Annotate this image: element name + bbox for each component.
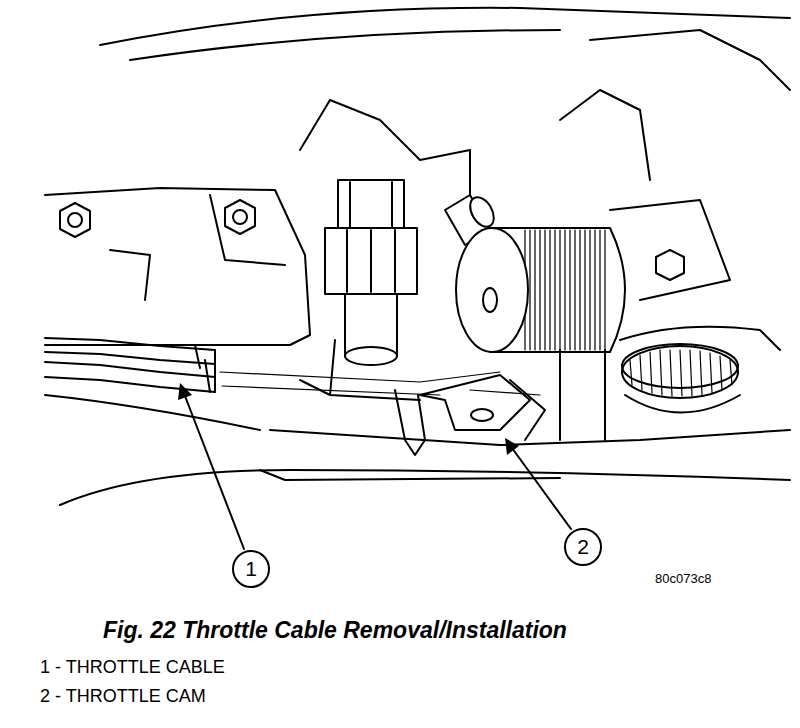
illustration-line bbox=[590, 30, 790, 90]
illustration-line bbox=[622, 346, 738, 398]
part-key: 2 - THROTTLE CAM bbox=[40, 686, 206, 707]
illustration-line bbox=[347, 230, 395, 292]
callout-number: 2 bbox=[564, 528, 602, 566]
illustration-line bbox=[470, 390, 540, 395]
illustration-line bbox=[195, 345, 210, 392]
illustration-line bbox=[325, 228, 417, 294]
illustration-line bbox=[214, 350, 216, 392]
illustration-line bbox=[233, 210, 247, 224]
illustration-line bbox=[220, 372, 500, 382]
illustration-line bbox=[45, 352, 215, 364]
illustration-line bbox=[225, 200, 255, 234]
illustration-line bbox=[345, 347, 397, 365]
figure-code: 80c073c8 bbox=[655, 571, 711, 586]
illustration-line bbox=[483, 288, 497, 312]
illustration-line bbox=[512, 448, 571, 529]
illustration-line bbox=[210, 195, 285, 265]
illustration-line bbox=[395, 390, 425, 455]
illustration-line bbox=[260, 470, 560, 480]
illustration-line bbox=[505, 438, 519, 455]
illustration-line bbox=[338, 180, 404, 230]
illustration-line bbox=[471, 409, 493, 421]
illustration-line bbox=[178, 383, 192, 400]
illustration-line bbox=[610, 200, 730, 300]
illustration-line bbox=[45, 188, 310, 345]
illustration-line bbox=[525, 230, 605, 350]
illustration-line bbox=[45, 395, 260, 430]
callout-number: 1 bbox=[232, 550, 270, 588]
illustration-line bbox=[560, 90, 650, 180]
illustration-line bbox=[220, 372, 540, 395]
illustration-line bbox=[185, 396, 244, 549]
illustration-line bbox=[222, 386, 440, 395]
illustration-line bbox=[60, 203, 90, 237]
illustration-line bbox=[110, 250, 150, 300]
illustration-line bbox=[510, 380, 545, 440]
illustration-line bbox=[130, 30, 560, 60]
illustration-line bbox=[465, 193, 498, 231]
illustration-line bbox=[630, 350, 732, 396]
illustration-line bbox=[656, 250, 684, 280]
illustration-line bbox=[625, 395, 740, 413]
figure-caption: Fig. 22 Throttle Cable Removal/Installat… bbox=[103, 617, 567, 644]
illustration-line bbox=[45, 377, 215, 392]
illustration-line bbox=[350, 182, 392, 228]
illustration-line bbox=[525, 230, 605, 350]
illustration-line bbox=[100, 8, 790, 45]
illustration-line bbox=[45, 338, 215, 350]
illustration-line bbox=[300, 340, 420, 400]
illustration-line bbox=[630, 350, 732, 396]
illustration-line bbox=[456, 228, 528, 352]
illustration-line bbox=[68, 213, 82, 227]
illustration-line bbox=[560, 350, 605, 440]
illustration-line bbox=[270, 430, 790, 445]
illustration-line bbox=[45, 362, 215, 377]
illustration-line bbox=[60, 470, 790, 505]
part-key: 1 - THROTTLE CABLE bbox=[40, 657, 225, 678]
